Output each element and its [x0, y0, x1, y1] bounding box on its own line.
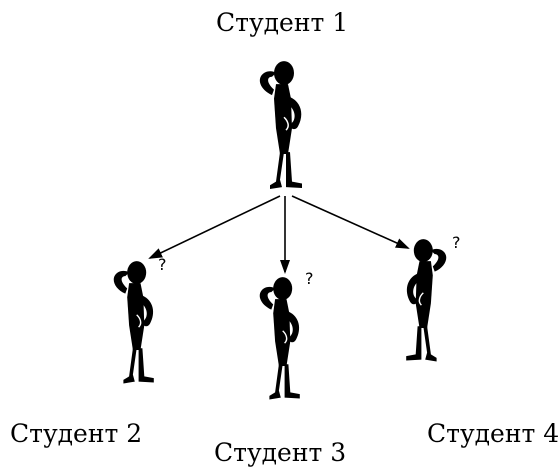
student-3-figure	[259, 276, 301, 401]
student-1-figure	[259, 60, 303, 190]
student-4-figure	[405, 238, 447, 363]
arrow-to-student-4	[291, 195, 410, 249]
student-2-figure	[113, 260, 155, 385]
question-mark-icon: ?	[452, 233, 461, 252]
question-mark-icon: ?	[305, 269, 314, 288]
question-mark-icon: ?	[158, 255, 167, 274]
student-4-label: Студент 4	[427, 419, 558, 448]
student-2-label: Студент 2	[10, 419, 143, 448]
student-3-label: Студент 3	[214, 438, 347, 467]
student-1-label: Студент 1	[216, 8, 349, 37]
arrow-to-student-2	[148, 195, 281, 259]
